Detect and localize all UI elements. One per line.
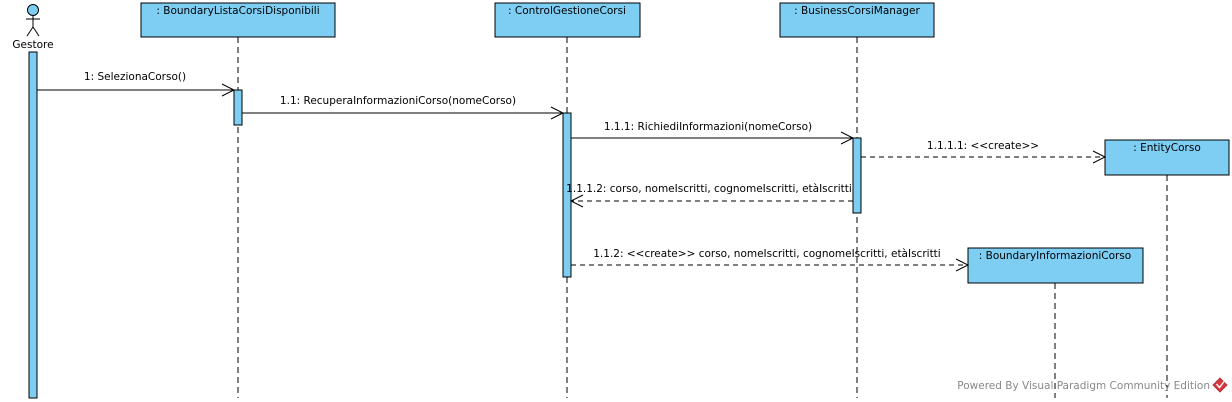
activation-bar	[562, 112, 572, 278]
lifeline-label: : BusinessCorsiManager	[794, 5, 920, 17]
arrowhead-icon	[840, 131, 855, 145]
message-1-1-1-2: 1.1.1.2: corso, nomeIscritti, cognomeIsc…	[566, 183, 853, 208]
lifeline-label: : EntityCorso	[1133, 142, 1201, 154]
message-1-1-2: 1.1.2: <<create>> corso, nomeIscritti, c…	[571, 248, 970, 272]
lifeline-control-gestione-corsi: : ControlGestioneCorsi	[494, 2, 641, 398]
message-label: 1.1: RecuperaInformazioniCorso(nomeCorso…	[280, 95, 516, 107]
lifeline-label: : ControlGestioneCorsi	[508, 5, 626, 17]
arrowhead-icon	[1092, 150, 1107, 164]
actor-gestore: Gestore	[12, 4, 54, 399]
activation-bar	[233, 89, 243, 126]
message-1-1-1: 1.1.1: RichiediInformazioni(nomeCorso)	[571, 121, 855, 145]
actor-activation-bar	[28, 51, 38, 399]
arrowhead-icon	[955, 258, 970, 272]
lifeline-label: : BoundaryListaCorsiDisponibili	[156, 5, 319, 17]
message-label: 1.1.1.2: corso, nomeIscritti, cognomeIsc…	[566, 183, 852, 195]
visual-paradigm-logo-icon	[1212, 377, 1228, 393]
lifeline-label: : BoundaryInformazioniCorso	[979, 250, 1132, 262]
message-label: 1.1.1: RichiediInformazioni(nomeCorso)	[604, 121, 812, 133]
activation-bar	[852, 137, 862, 214]
lifeline-head	[967, 247, 1144, 284]
message-1-1: 1.1: RecuperaInformazioniCorso(nomeCorso…	[242, 95, 565, 120]
watermark-text: Powered By Visual Paradigm Community Edi…	[957, 380, 1210, 392]
lifeline-entity-corso: : EntityCorso	[1104, 139, 1230, 398]
lifeline-business-corsi-manager: : BusinessCorsiManager	[779, 2, 935, 398]
watermark: Powered By Visual Paradigm Community Edi…	[957, 377, 1228, 393]
arrowhead-icon	[221, 83, 236, 97]
lifeline-head	[494, 2, 641, 38]
lifeline-head	[140, 2, 336, 38]
message-1: 1: SelezionaCorso()	[37, 71, 236, 97]
arrowhead-icon	[569, 194, 584, 208]
message-label: 1.1.1.1: <<create>>	[927, 140, 1039, 152]
arrowhead-icon	[550, 106, 565, 120]
lifeline-boundary-informazioni-corso: : BoundaryInformazioniCorso	[967, 247, 1144, 398]
actor-stick-figure-icon	[26, 4, 40, 37]
lifeline-boundary-lista-corsi: : BoundaryListaCorsiDisponibili	[140, 2, 336, 398]
message-1-1-1-1: 1.1.1.1: <<create>>	[861, 140, 1107, 164]
actor-label: Gestore	[12, 39, 53, 51]
message-label: 1.1.2: <<create>> corso, nomeIscritti, c…	[593, 248, 940, 260]
message-label: 1: SelezionaCorso()	[84, 71, 186, 83]
